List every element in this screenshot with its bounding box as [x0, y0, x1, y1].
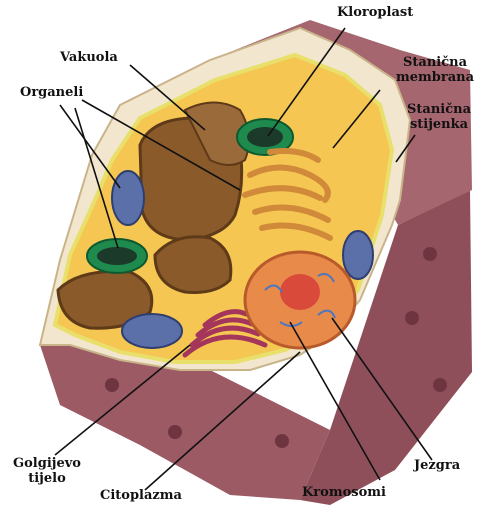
vacuole	[155, 237, 231, 293]
wall-pore	[423, 247, 437, 261]
nucleolus	[280, 274, 320, 310]
chloroplast-inner	[97, 247, 137, 265]
label-vakuola: Vakuola	[60, 50, 118, 65]
chloroplast-inner	[247, 127, 283, 147]
mitochondrion	[343, 231, 373, 279]
label-kloroplast: Kloroplast	[337, 5, 413, 20]
mitochondrion	[122, 314, 182, 348]
mitochondrion	[112, 171, 144, 225]
label-stanicna-membrana: Stanična membrana	[393, 55, 477, 85]
wall-pore	[433, 378, 447, 392]
wall-pore	[168, 425, 182, 439]
label-jezgra: Jezgra	[414, 458, 460, 473]
label-golgijevo-tijelo: Golgijevo tijelo	[12, 456, 82, 486]
wall-pore	[275, 434, 289, 448]
label-citoplazma: Citoplazma	[100, 488, 182, 503]
label-stanicna-stijenka: Stanična stijenka	[402, 102, 476, 132]
wall-pore	[105, 378, 119, 392]
label-kromosomi: Kromosomi	[302, 485, 386, 500]
wall-pore	[405, 311, 419, 325]
label-organeli: Organeli	[20, 85, 83, 100]
